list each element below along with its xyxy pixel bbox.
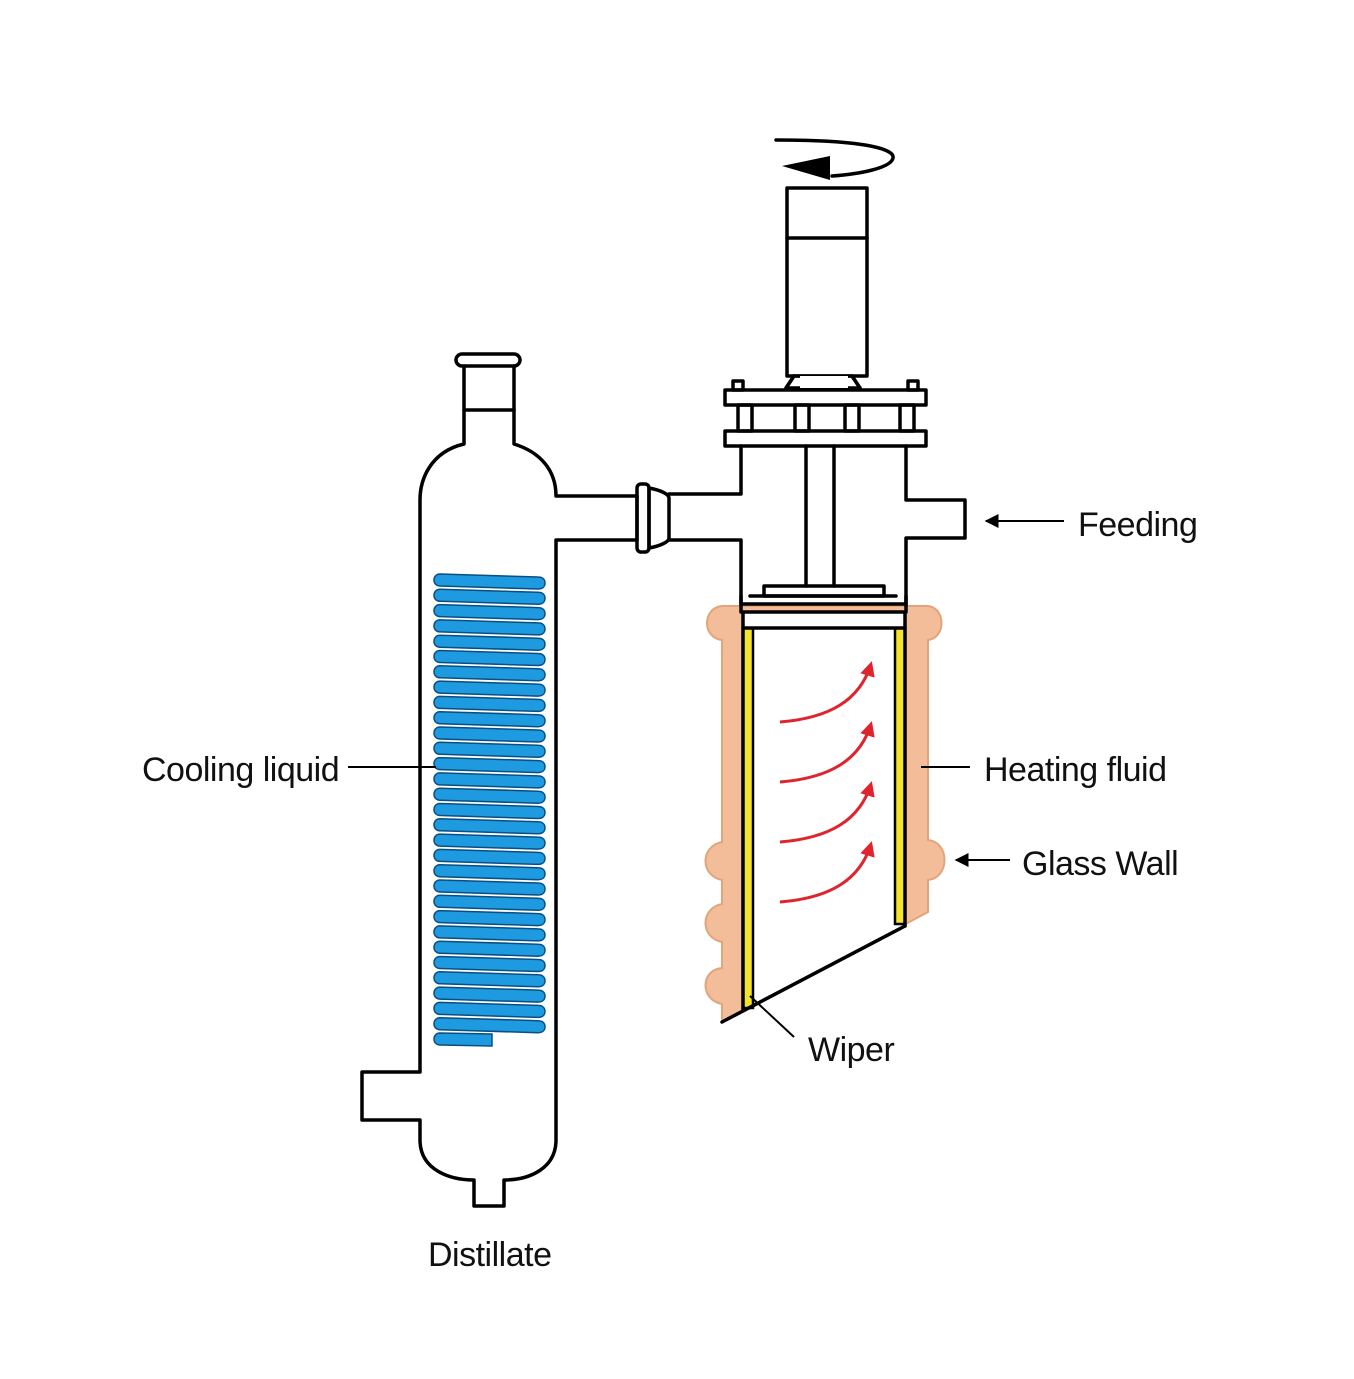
coil-loop [433, 971, 546, 988]
connector-joint [560, 482, 671, 554]
evaporator-body [720, 610, 907, 1024]
coil-loop [433, 680, 546, 697]
evaporator-housing [667, 444, 967, 614]
label-wiper: Wiper [808, 1031, 894, 1069]
coil-loop [433, 894, 546, 912]
cooling-coil [433, 573, 546, 1047]
coil-loop [433, 818, 546, 835]
coil-loop [433, 1016, 546, 1034]
label-distillate: Distillate [428, 1236, 551, 1274]
coil-loop [433, 863, 546, 881]
coil-loop [433, 986, 546, 1003]
coil-loop [433, 909, 546, 927]
label-glass-wall: Glass Wall [1022, 845, 1178, 883]
coil-loop [433, 940, 546, 957]
coil-loop [433, 619, 546, 636]
coil-loop [433, 603, 546, 621]
coil-loop [433, 665, 546, 682]
flange-assembly [723, 379, 928, 448]
coil-loop [433, 695, 546, 713]
flow-arrows [779, 661, 875, 904]
coil-loop [433, 573, 546, 590]
coil-loop [433, 1001, 546, 1019]
coil-loop [433, 787, 546, 804]
coil-tail [433, 1032, 493, 1047]
motor [784, 186, 869, 390]
coil-loop [433, 741, 546, 759]
coil-loop [433, 772, 546, 789]
coil-loop [433, 879, 546, 896]
condenser [360, 352, 639, 1208]
label-heating-fluid: Heating fluid [984, 751, 1167, 789]
label-cooling-liquid: Cooling liquid [142, 751, 339, 789]
coil-loop [433, 588, 546, 606]
coil-loop [433, 802, 546, 820]
coil-loop [433, 756, 546, 774]
coil-loop [433, 710, 546, 728]
rotation-arrow-icon [774, 138, 895, 180]
coil-loop [433, 955, 546, 973]
coil-loop [433, 634, 546, 651]
label-feeding: Feeding [1078, 506, 1197, 544]
coil-loop [433, 833, 546, 850]
coil-loop [433, 726, 546, 743]
coil-loop [433, 848, 546, 866]
leader-lines [348, 514, 1064, 1038]
coil-loop [433, 649, 546, 667]
coil-loop [433, 925, 546, 942]
